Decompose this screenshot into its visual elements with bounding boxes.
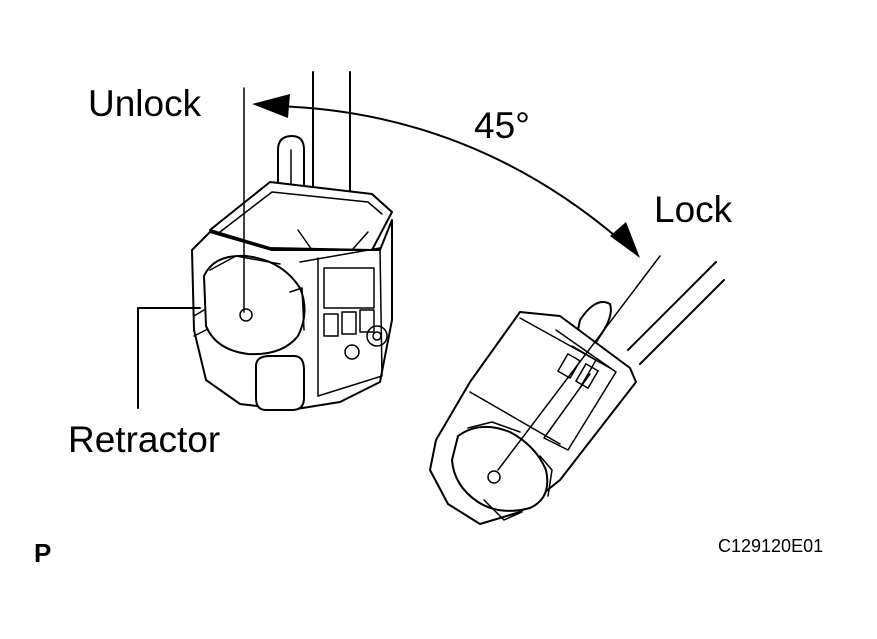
arrowhead-unlock [252, 94, 290, 118]
arrowhead-lock [610, 222, 640, 258]
lock-label: Lock [654, 189, 733, 230]
figure-code: C129120E01 [718, 536, 823, 556]
angle-label: 45° [474, 105, 530, 146]
retractor-label: Retractor [68, 419, 220, 460]
retractor-unlock-position [191, 71, 393, 411]
retractor-leader-line [137, 307, 201, 409]
retractor-lock-position [429, 261, 725, 525]
view-mark: P [34, 538, 51, 568]
rotation-arc-arrow [275, 105, 621, 241]
unlock-label: Unlock [88, 83, 202, 124]
lock-axis-line [497, 255, 661, 471]
